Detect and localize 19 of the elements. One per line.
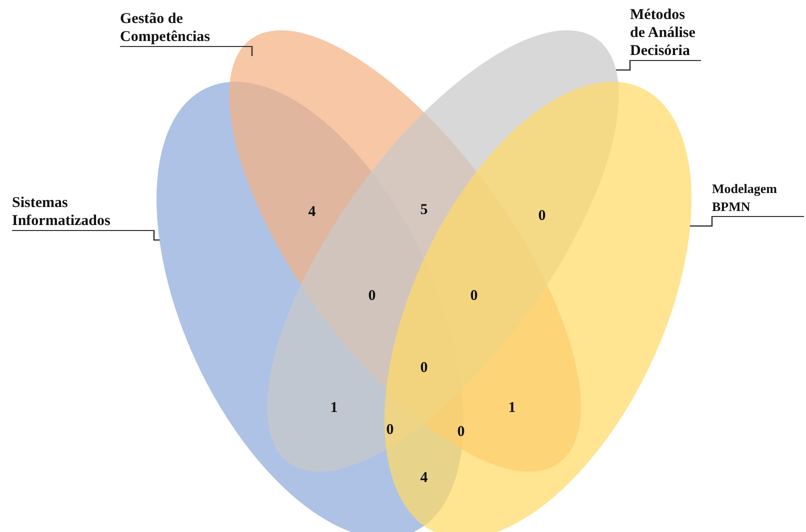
set-label: Gestão de Competências (120, 10, 252, 47)
region-count: 4 (308, 204, 316, 220)
region-count: 0 (386, 422, 394, 438)
region-count: 1 (508, 400, 516, 416)
region-count: 0 (457, 424, 465, 440)
region-count: 0 (420, 360, 428, 376)
leader-line (153, 230, 160, 241)
leader-line (251, 46, 253, 57)
set-label: Sistemas Informatizados (12, 194, 154, 231)
region-count: 0 (470, 288, 478, 304)
region-count: 0 (368, 288, 376, 304)
region-count: 1 (330, 400, 338, 416)
region-count: 4 (420, 470, 428, 486)
region-count: 0 (538, 208, 546, 224)
set-label: Métodos de Análise Decisória (630, 6, 701, 61)
leader-line (616, 60, 631, 71)
leader-line (690, 216, 713, 227)
set-label: Modelagem BPMN (712, 180, 804, 217)
region-count: 5 (420, 202, 428, 218)
